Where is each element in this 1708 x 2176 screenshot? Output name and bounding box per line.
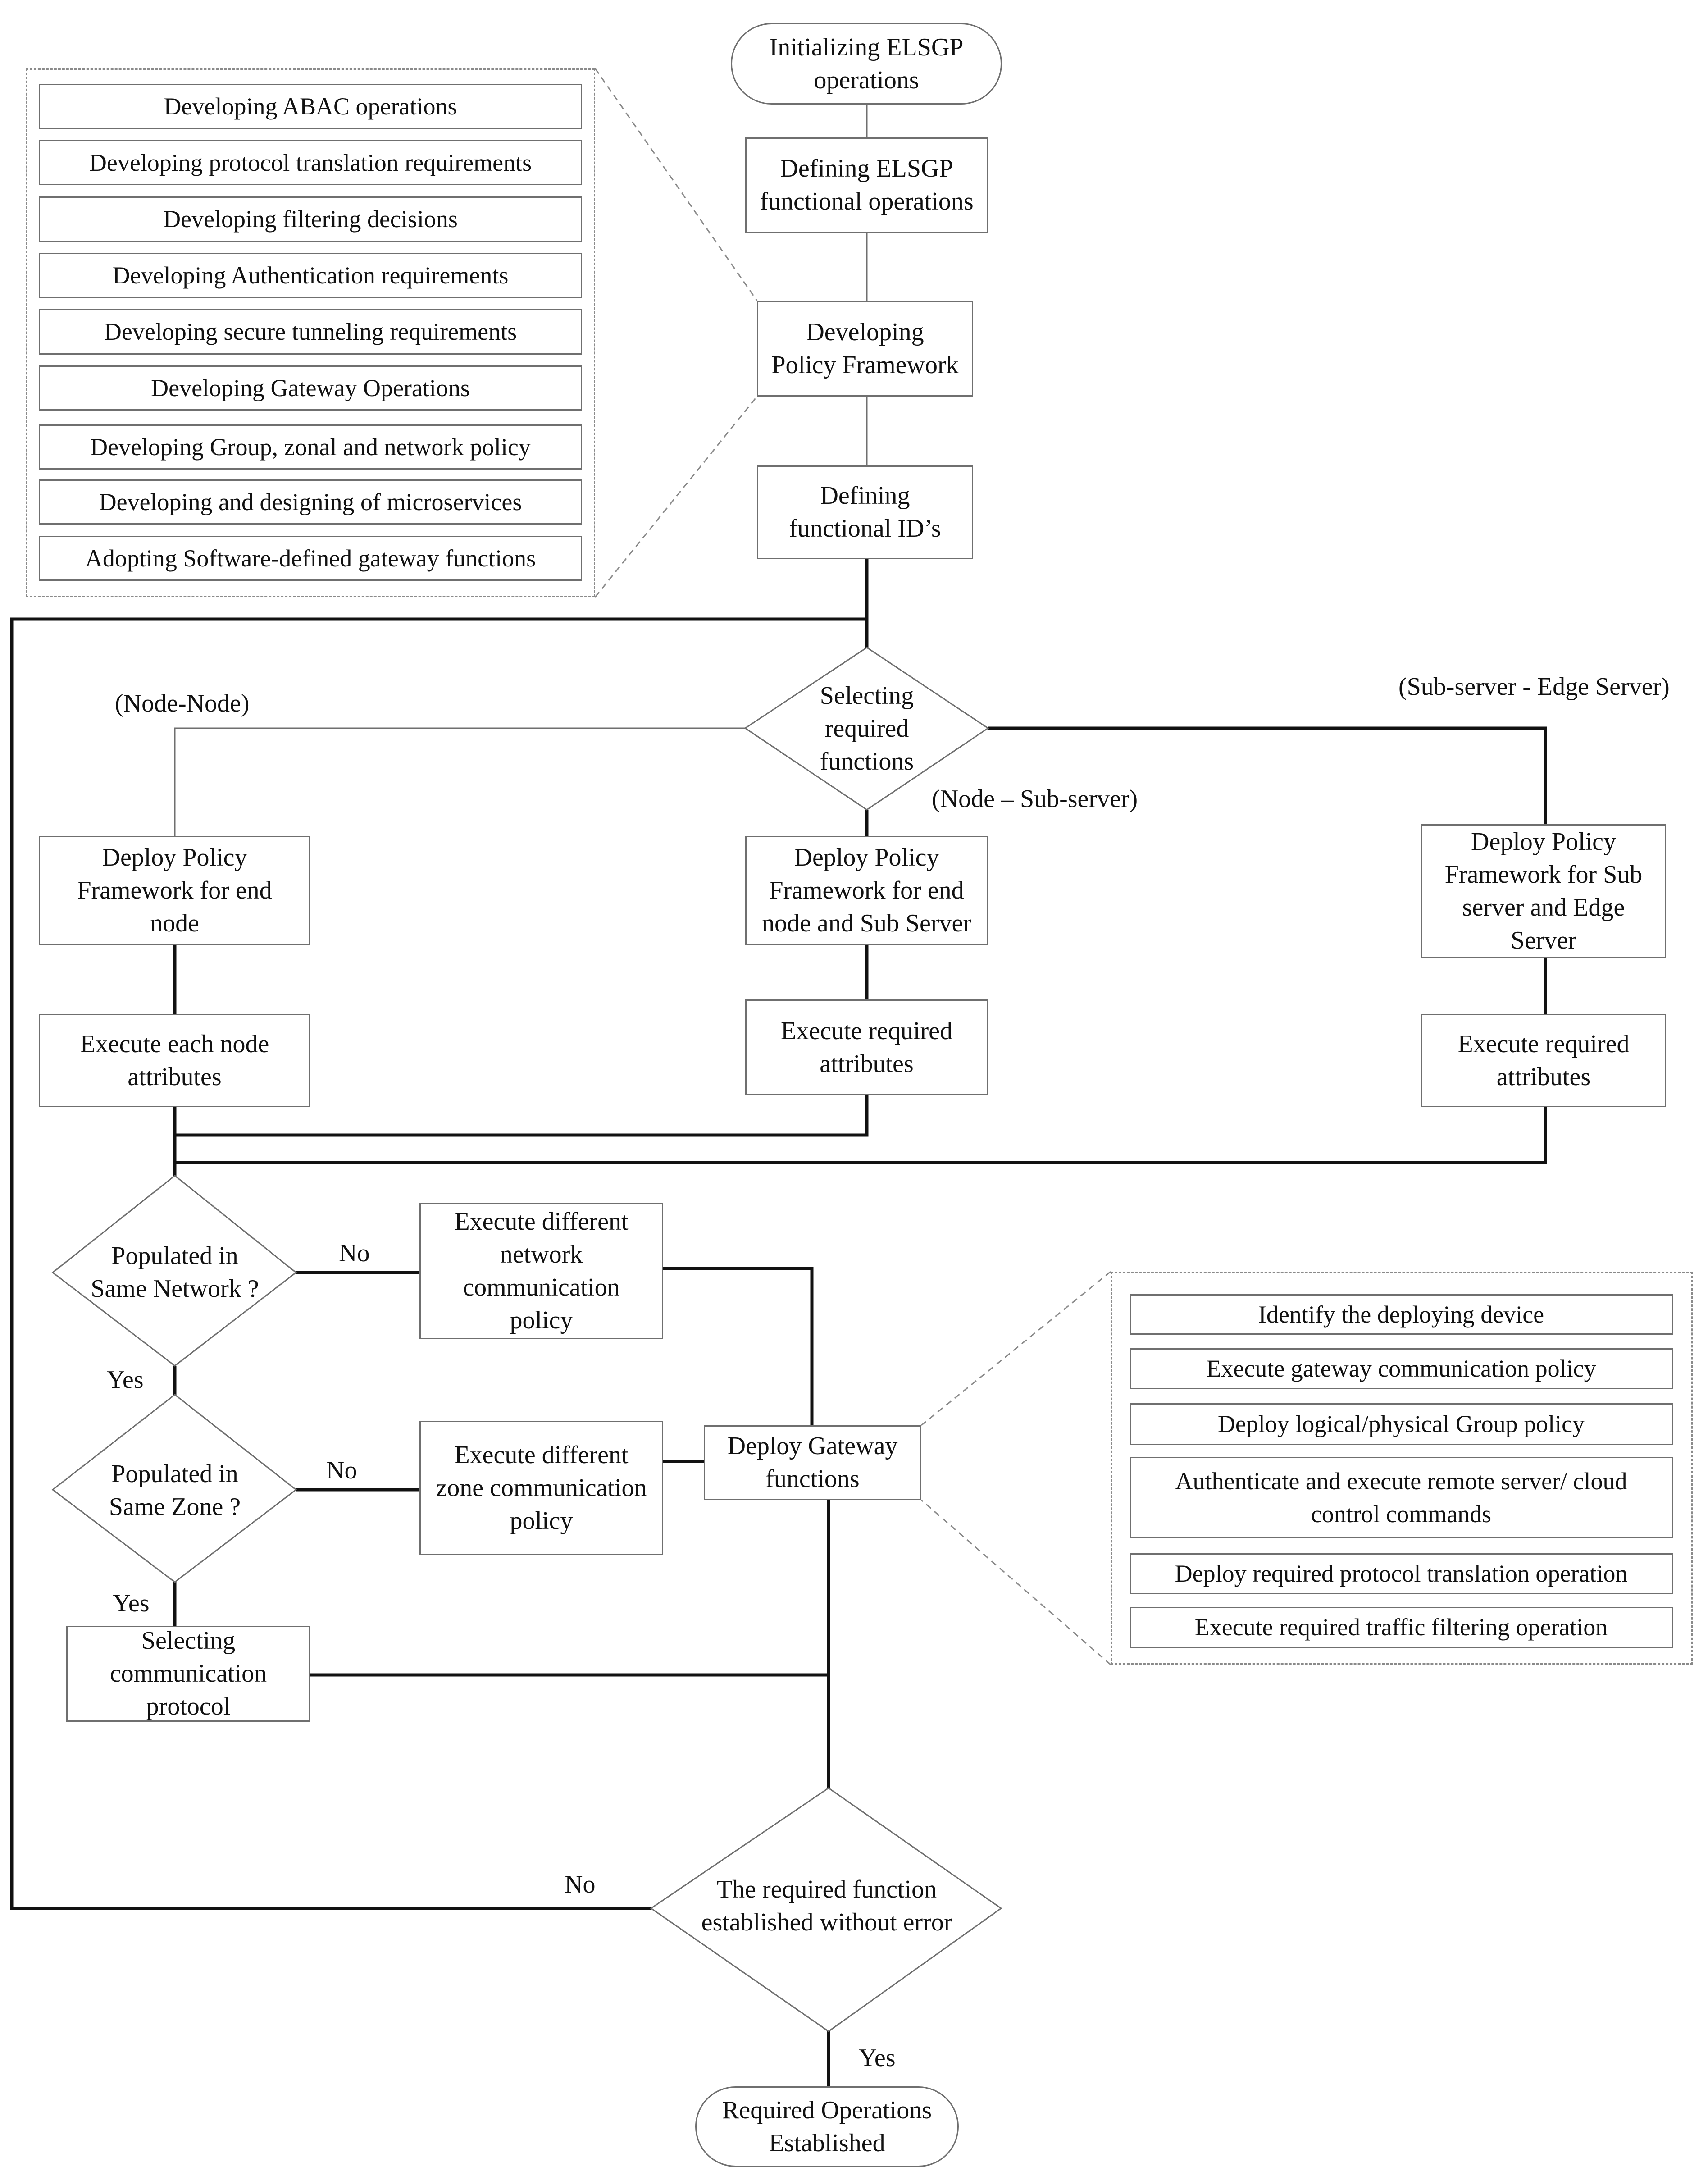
label-node-subserver: (Node – Sub-server) [932, 785, 1138, 813]
policy-item-filtering: Developing filtering decisions [39, 196, 582, 242]
connector-exec-edge-merge [175, 1107, 1547, 1164]
select-functions-decision: Selecting required functions [820, 681, 914, 776]
label-network-no: No [339, 1239, 370, 1267]
decision-final-shape [650, 1787, 1002, 2032]
connector-select-edge [988, 726, 1547, 824]
select-protocol-step: Selecting communication protocol [66, 1626, 310, 1722]
callout-gateway-top [921, 1271, 1111, 1426]
connector-diffnet-gateway [663, 1267, 814, 1425]
policy-item-software-defined: Adopting Software-defined gateway functi… [39, 536, 582, 581]
policy-item-gateway-operations: Developing Gateway Operations [39, 365, 582, 411]
policy-item-protocol-translation: Developing protocol translation requirem… [39, 140, 582, 185]
execute-edge-attributes-step: Execute required attributes [1421, 1014, 1666, 1107]
deploy-gateway-step: Deploy Gateway functions [704, 1425, 921, 1500]
label-zone-yes: Yes [113, 1589, 150, 1617]
decision-zone-shape [51, 1394, 297, 1583]
policy-item-group-zonal-network: Developing Group, zonal and network poli… [39, 424, 582, 470]
deploy-edge-step: Deploy Policy Framework for Sub server a… [1421, 824, 1666, 958]
gateway-item-protocol-translation: Deploy required protocol translation ope… [1130, 1553, 1673, 1594]
connector-select-node [174, 727, 745, 836]
decision-select-shape [744, 647, 989, 811]
callout-gateway-bottom [921, 1499, 1111, 1665]
connector-exec-sub-merge [175, 1095, 869, 1137]
policy-item-microservices: Developing and designing of microservice… [39, 479, 582, 525]
policy-framework-step: Developing Policy Framework [757, 301, 973, 397]
gateway-details-group [1111, 1272, 1693, 1665]
policy-item-abac: Developing ABAC operations [39, 84, 582, 129]
label-final-yes: Yes [859, 2044, 896, 2072]
policy-item-tunneling: Developing secure tunneling requirements [39, 309, 582, 355]
function-established-decision: The required function established withou… [701, 1875, 952, 1936]
end-terminal: Required Operations Established [695, 2086, 959, 2167]
callout-policy-top [594, 68, 758, 301]
different-zone-policy-step: Execute different zone communication pol… [419, 1421, 663, 1555]
define-operations-step: Defining ELSGP functional operations [745, 137, 988, 233]
label-network-yes: Yes [107, 1366, 144, 1394]
same-zone-decision: Populated in Same Zone ? [109, 1460, 241, 1521]
gateway-item-remote-commands: Authenticate and execute remote server/ … [1130, 1457, 1673, 1538]
same-network-decision: Populated in Same Network ? [91, 1242, 259, 1303]
gateway-item-communication-policy: Execute gateway communication policy [1130, 1348, 1673, 1389]
functional-ids-step: Defining functional ID’s [757, 465, 973, 559]
different-network-policy-step: Execute different network communication … [419, 1203, 663, 1339]
gateway-item-traffic-filtering: Execute required traffic filtering opera… [1130, 1607, 1673, 1648]
policy-details-group [26, 68, 595, 597]
execute-subserver-attributes-step: Execute required attributes [745, 999, 988, 1095]
label-node-node: (Node-Node) [115, 689, 250, 717]
label-subserver-edge: (Sub-server - Edge Server) [1398, 673, 1670, 701]
deploy-node-step: Deploy Policy Framework for end node [39, 836, 310, 945]
gateway-item-group-policy: Deploy logical/physical Group policy [1130, 1403, 1673, 1445]
policy-item-authentication: Developing Authentication requirements [39, 253, 582, 298]
execute-node-attributes-step: Execute each node attributes [39, 1014, 310, 1107]
label-zone-no: No [326, 1456, 357, 1484]
callout-policy-bottom [594, 396, 758, 598]
start-terminal: Initializing ELSGP operations [731, 23, 1002, 105]
deploy-subserver-step: Deploy Policy Framework for end node and… [745, 836, 988, 945]
label-final-no: No [565, 1870, 596, 1898]
connector-loopback [10, 617, 867, 1910]
gateway-item-identify-device: Identify the deploying device [1130, 1294, 1673, 1335]
decision-network-shape [51, 1175, 297, 1367]
